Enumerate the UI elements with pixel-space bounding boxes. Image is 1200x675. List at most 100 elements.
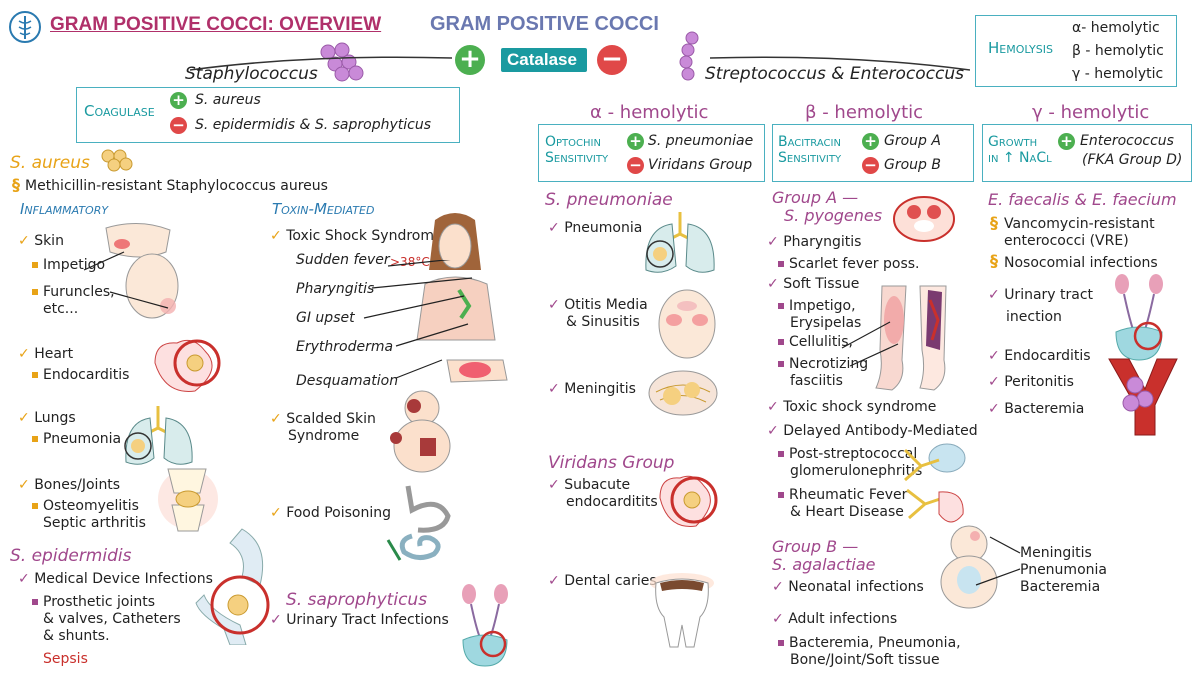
list-sub-item: Bacteremia, Pneumonia, [778,635,961,652]
minus-icon: − [627,157,644,174]
gamma-title: γ - hemolytic [1032,102,1150,123]
group-a-title: Group A — [772,188,859,207]
list-item: ✓ Lungs [18,410,76,426]
list-item: ✓ Heart [18,346,74,362]
list-item: ✓ Bacteremia [988,401,1085,417]
list-item-cont: & Sinusitis [566,314,640,330]
knee-joint-icon [158,468,218,532]
face-sinus-icon [658,289,716,359]
list-sub-item: fasciitis [790,373,843,389]
lungs-icon [124,406,193,465]
catalase-box [501,48,587,72]
plus-icon: + [627,133,644,150]
s-aureus-cluster-icon [101,149,133,172]
pointer-line [83,251,169,309]
caduceus-icon [9,11,41,43]
list-item-cont: endocarditits [566,494,658,510]
bacitracin-label: Sensitivity [778,150,842,166]
optochin-positive: S. pneumoniae [648,133,754,149]
optochin-label: Sensitivity [545,150,609,166]
growth-label: Growth [988,134,1038,150]
list-item: ✓ Bones/Joints [18,477,121,493]
alpha-title: α - hemolytic [590,102,709,123]
list-sub-item: Bone/Joint/Soft tissue [790,652,940,668]
list-item: ✓ Adult infections [772,611,898,627]
coagulase-negative: S. epidermidis & S. saprophyticus [195,117,432,133]
infant-icon [940,525,998,609]
s-saprophyticus-title: S. saprophyticus [286,590,428,610]
list-item-cont: Syndrome [288,428,360,444]
lungs-icon [645,212,715,273]
fever-value: >38°C [390,255,430,269]
list-sub-item: Scarlet fever poss. [778,256,920,273]
s-epidermidis-title: S. epidermidis [10,546,132,566]
hip-joint-icon [195,528,270,645]
coagulase-box [76,87,460,143]
tss-sign: Desquamation [296,373,399,389]
growth-positive: Enterococcus [1080,133,1174,149]
list-sub-item: Rheumatic Fever [778,487,907,504]
list-sub-item: Septic arthritis [43,515,146,531]
list-item: ✓ Delayed Antibody-Mediated [767,423,978,439]
growth-box [982,124,1192,182]
s-aureus-title: S. aureus [10,153,90,173]
group-a-title: S. pyogenes [784,206,883,225]
minus-icon: − [597,45,627,75]
pointer-lines [841,321,899,367]
tss-sign: Erythroderma [296,339,394,355]
antibody-kidney-icon [903,443,966,523]
list-sub-item: glomerulonephritis [790,463,923,479]
blood-vessel-icon [1108,358,1178,436]
bacitracin-positive: Group A [884,133,941,149]
list-item: ✓ Scalded Skin [270,411,376,427]
pointer-lines [975,536,1021,586]
streptococcus-label: Streptococcus & Enterococcus [705,64,965,84]
list-item: ✓ Soft Tissue [767,276,860,292]
heart-icon [659,475,718,527]
vre-icon: § [990,213,998,232]
list-sub-item: & valves, Catheters [43,611,181,627]
list-sub-item: & shunts. [43,628,110,644]
inflammatory-heading: Inflammatory [20,200,109,218]
plus-icon: + [1058,133,1075,150]
tooth-icon [650,573,714,648]
bacitracin-negative: Group B [884,157,941,173]
list-item: ✓ Dental caries [548,573,657,589]
pointer-lines [363,260,473,379]
list-sub-item: Pneumonia [32,431,121,448]
coagulase-positive: S. aureus [195,92,261,108]
neonatal-item: Meningitis [1020,545,1092,561]
list-sub-item: & Heart Disease [790,504,904,520]
baby-icon [390,390,451,473]
mrsa-icon: § [12,175,20,194]
staphylococcus-label: Staphylococcus [185,64,318,84]
list-item: ✓ Urinary tract [988,287,1094,303]
coagulase-label: Coagulase [84,102,155,120]
tss-sign: GI upset [296,310,355,326]
urinary-tract-icon [462,584,508,667]
list-sub-item: Furuncles, [32,284,115,301]
minus-icon: − [170,117,187,134]
vre-label: enterococci (VRE) [1004,233,1129,249]
hemolysis-label: Hemolysis [988,39,1053,57]
heart-icon [154,339,221,392]
list-item: ✓ Pharyngitis [767,234,862,250]
list-item: ✓ Neonatal infections [772,579,924,595]
strep-chain-icon [679,31,699,81]
list-item: ✓ Meningitis [548,381,636,397]
gi-tract-icon [386,485,451,561]
throat-icon [893,196,955,242]
viridans-title: Viridans Group [548,453,675,473]
branch-lines [190,56,970,71]
hemolysis-alpha: α- hemolytic [1072,20,1160,36]
growth-positive-sub: (FKA Group D) [1082,152,1183,168]
minus-icon: − [862,157,879,174]
enterococcus-species: E. faecalis & E. faecium [988,190,1177,209]
legs-icon [875,285,947,391]
mrsa-label: Methicillin-resistant Staphylococcus aur… [25,178,328,194]
page-title: GRAM POSITIVE COCCI: OVERVIEW [50,14,382,35]
sepsis-label: Sepsis [43,651,88,667]
bacitracin-label: Bacitracin [778,134,841,150]
group-b-title: Group B — [772,537,859,556]
list-item: ✓ Toxic Shock Syndrome [270,228,443,244]
